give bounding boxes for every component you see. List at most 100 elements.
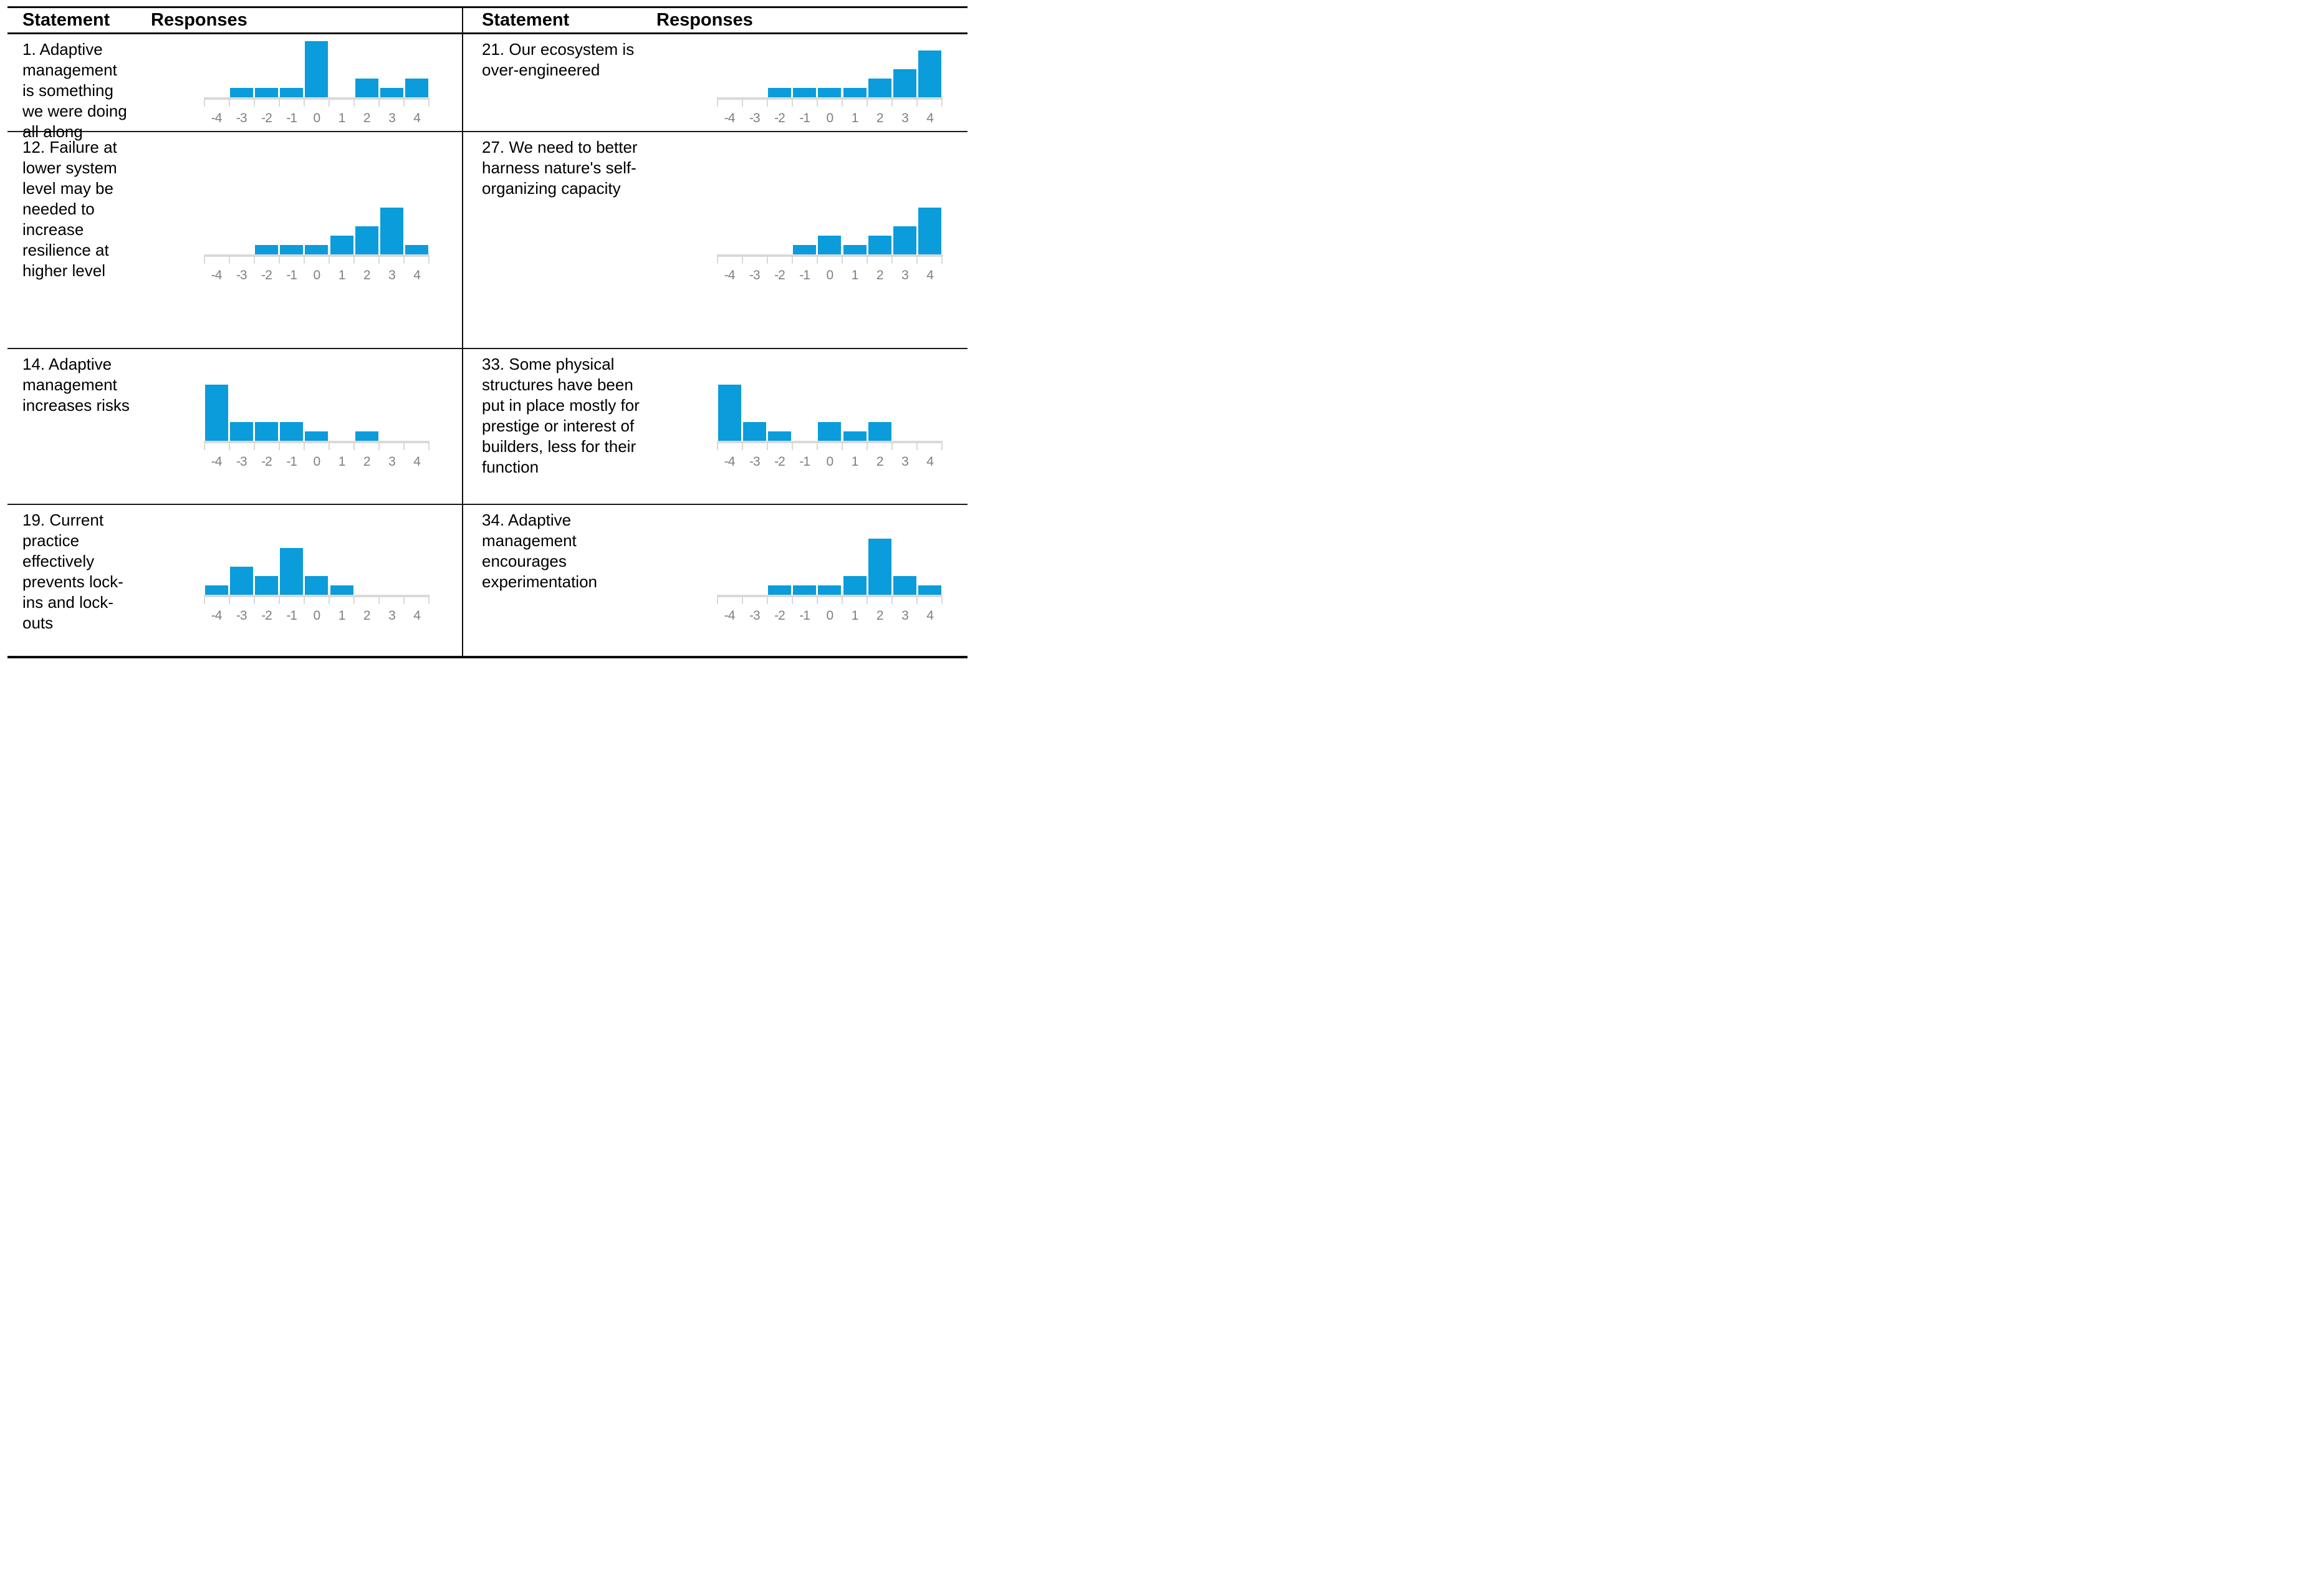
tick-label: 2 (876, 608, 884, 623)
tick-label: 2 (363, 454, 371, 469)
histogram-bar (280, 245, 304, 254)
tick-label: 4 (413, 608, 421, 623)
x-axis-line (204, 97, 430, 100)
tick-label: -1 (286, 110, 297, 125)
histogram-bars (717, 537, 943, 595)
histogram-bar (254, 245, 278, 254)
x-axis-ticks (717, 257, 943, 264)
tick-label: -1 (286, 268, 297, 282)
tick-label: 3 (901, 110, 909, 125)
histogram-category (254, 383, 279, 441)
tick-label: -4 (211, 268, 223, 282)
histogram-bar (893, 69, 916, 97)
table-right-half: Statement Responses 21. Our ecosystem is… (463, 8, 968, 656)
axis-tick (229, 443, 230, 450)
tick-label: -3 (236, 608, 247, 623)
histogram-category (379, 197, 404, 254)
histogram-bar (405, 78, 429, 97)
histogram-bar (380, 87, 403, 97)
histogram-category (767, 383, 792, 441)
axis-tick (717, 99, 718, 107)
x-axis-ticks (717, 443, 943, 450)
histogram-bars (717, 383, 943, 441)
axis-tick (304, 443, 305, 450)
histogram-category (767, 40, 792, 97)
histogram-bar (330, 585, 353, 595)
histogram-bar (204, 585, 228, 595)
tick-label: -4 (724, 608, 736, 623)
axis-tick (717, 443, 718, 450)
axis-tick (279, 257, 280, 264)
histogram-category (918, 383, 943, 441)
statement-21-text: 21. Our ecosystem is over-engineered (463, 34, 656, 132)
histogram-bar (229, 567, 253, 595)
tick-label: -1 (799, 268, 810, 282)
statement-33-text: 33. Some physical structures have been p… (463, 349, 656, 505)
axis-tick (842, 99, 843, 107)
axis-tick (717, 257, 718, 264)
axis-tick (941, 99, 943, 107)
tick-label: -1 (799, 608, 810, 623)
tick-label: 0 (313, 110, 321, 125)
x-axis-ticks (204, 99, 430, 107)
tick-label: -4 (211, 608, 223, 623)
axis-tick (329, 99, 330, 107)
histogram-category (892, 40, 917, 97)
axis-tick (304, 99, 305, 107)
tick-label: 1 (338, 454, 346, 469)
axis-tick (792, 443, 793, 450)
histogram-category (379, 40, 404, 97)
histogram-category (279, 197, 304, 254)
histogram-category (817, 537, 842, 595)
histogram-category (254, 537, 279, 595)
column-header-responses-right: Responses (656, 8, 968, 34)
tick-label: -2 (774, 110, 785, 125)
axis-tick (378, 257, 380, 264)
x-axis-line (204, 595, 430, 597)
histogram-bars (204, 40, 430, 97)
histogram-bar (355, 226, 378, 254)
tick-label: 2 (876, 268, 884, 282)
histogram-bar (254, 87, 278, 97)
histogram-category (204, 537, 229, 595)
axis-tick (742, 443, 743, 450)
axis-tick (378, 99, 380, 107)
tick-label: -4 (724, 454, 736, 469)
histogram-category (379, 383, 404, 441)
histogram-bar (229, 422, 253, 441)
axis-tick (767, 443, 768, 450)
histogram-bars (717, 40, 943, 97)
tick-label: -4 (724, 110, 736, 125)
axis-tick (817, 443, 818, 450)
histogram-bar (229, 87, 253, 97)
histogram-bar (918, 50, 942, 97)
tick-label: -1 (286, 608, 297, 623)
histogram-bar (868, 539, 891, 595)
axis-tick (329, 257, 330, 264)
histogram-bar (868, 422, 891, 441)
axis-tick (304, 257, 305, 264)
axis-tick (742, 99, 743, 107)
axis-tick (353, 257, 355, 264)
axis-tick (204, 99, 205, 107)
histogram-bars (204, 197, 430, 254)
histogram-bars (204, 537, 430, 595)
histogram-category (918, 197, 943, 254)
histogram-bar (793, 585, 817, 595)
histogram-bar (254, 422, 278, 441)
axis-tick (867, 443, 868, 450)
axis-tick (329, 597, 330, 604)
tick-label: -2 (774, 454, 785, 469)
tick-label: -3 (749, 454, 761, 469)
tick-label: 1 (851, 454, 859, 469)
histogram-bar (254, 576, 278, 595)
x-axis-line (717, 595, 943, 597)
tick-label: -2 (774, 608, 785, 623)
histogram-category (792, 383, 817, 441)
